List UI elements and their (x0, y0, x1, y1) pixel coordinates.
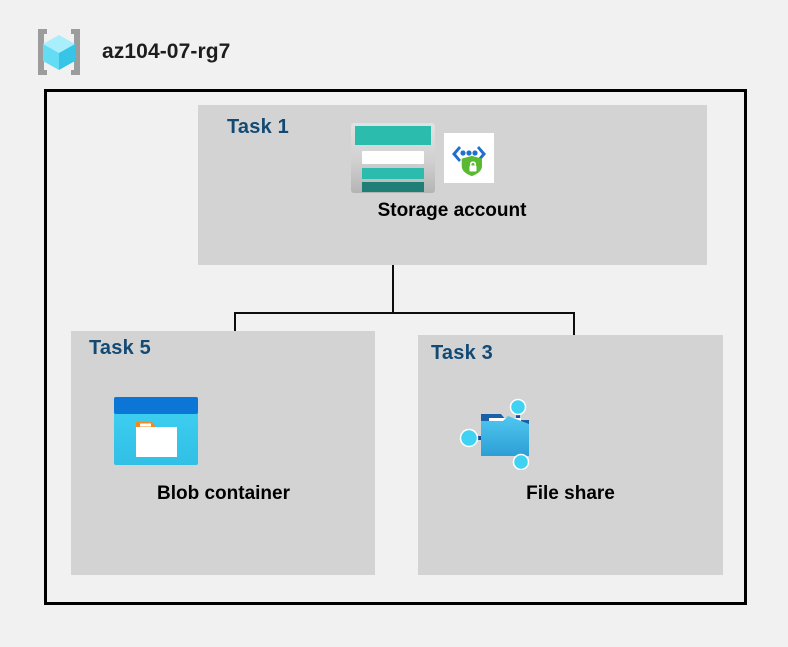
task-label-5: Task 5 (89, 337, 151, 359)
panel-task-5: Task 5 Blob container (71, 331, 375, 575)
secure-endpoint-icon (444, 133, 494, 188)
resource-group-cube-icon (30, 24, 88, 80)
panel-task-3: Task 3 File share (418, 335, 723, 575)
storage-account-icon-group (350, 122, 494, 199)
connector-horizontal-bar (234, 312, 575, 314)
blob-container-icon (112, 395, 200, 472)
task-label-3: Task 3 (431, 342, 493, 364)
storage-account-icon (350, 122, 436, 199)
node-caption-storage-account: Storage account (377, 200, 527, 221)
connector-storage-stem (392, 237, 394, 314)
task-label-1: Task 1 (227, 116, 289, 138)
node-caption-blob-container: Blob container (156, 483, 290, 504)
resource-group-boundary (44, 89, 747, 605)
resource-group-header: az104-07-rg7 (30, 24, 230, 80)
file-share-icon (455, 390, 545, 475)
panel-task-1: Task 1 (198, 105, 707, 265)
resource-group-name: az104-07-rg7 (102, 40, 231, 63)
node-caption-file-share: File share (526, 483, 615, 504)
